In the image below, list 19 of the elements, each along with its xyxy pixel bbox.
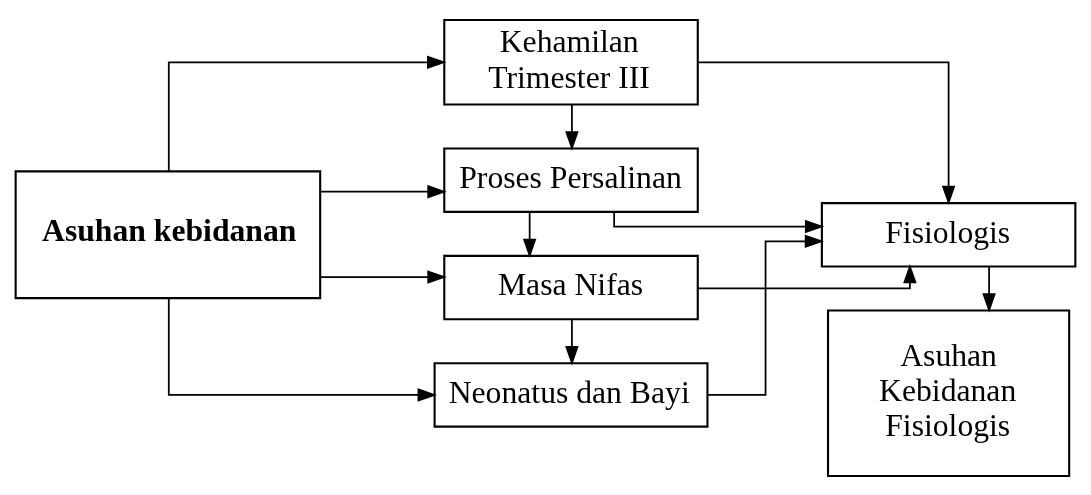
node-box: Neonatus dan Bayi <box>433 361 709 428</box>
arrow <box>167 55 447 172</box>
node-box: Proses Persalinan <box>443 147 699 213</box>
node-box: Fisiologis <box>820 201 1077 268</box>
arrow <box>696 60 956 205</box>
arrow <box>697 263 917 289</box>
arrow <box>613 210 825 233</box>
arrow <box>522 211 537 258</box>
arrow <box>706 233 825 396</box>
arrow <box>319 269 447 284</box>
node-box: Masa Nifas <box>443 254 699 320</box>
node-box: Asuhan kebidanan <box>14 169 322 299</box>
arrow <box>167 297 437 402</box>
arrow <box>319 184 447 198</box>
arrow <box>982 265 996 313</box>
arrow <box>565 103 579 151</box>
arrow <box>565 318 579 365</box>
node-box: Kehamilan Trimester III <box>443 18 699 106</box>
node-box: Asuhan Kebidanan Fisiologis <box>826 308 1071 477</box>
